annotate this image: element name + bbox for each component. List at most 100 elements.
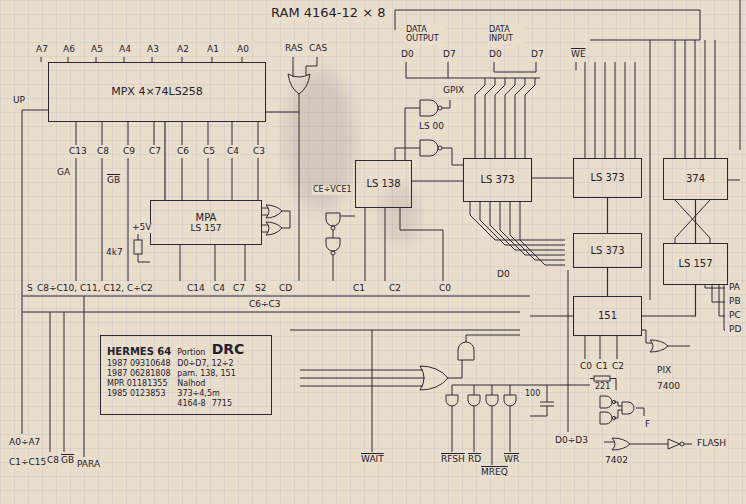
signal-label: A4	[118, 45, 132, 55]
chip-box: LS 373	[463, 158, 532, 202]
chip-box: LS 157	[663, 243, 728, 285]
chip-box: LS 373	[573, 158, 642, 198]
signal-label: C6	[176, 147, 190, 157]
signal-label: S2	[254, 284, 267, 294]
signal-label: LS 00	[418, 122, 445, 132]
signal-label: RD	[467, 455, 482, 465]
or-gate	[262, 205, 290, 235]
note-text: Portion	[177, 348, 205, 357]
chip-name: LS 373	[480, 174, 514, 186]
chip-box: LS 373	[573, 233, 642, 268]
chip-name: LS 157	[191, 223, 222, 233]
inverter-bubble	[331, 226, 335, 230]
or-gate	[288, 74, 310, 94]
signal-label: C2	[611, 362, 625, 372]
crossover-wire	[675, 200, 710, 243]
signal-label: C0	[438, 284, 452, 294]
bus-wire	[395, 0, 740, 180]
signal-label: C1÷C15	[8, 458, 47, 468]
note-text: 1987 06281808	[107, 369, 171, 378]
note-text: Nalhod	[177, 379, 244, 388]
signal-label: C2	[388, 284, 402, 294]
signal-label: WE	[570, 50, 587, 60]
signal-label: C8÷C10, C11, C12, C÷C2	[36, 284, 154, 294]
signal-label: S	[26, 284, 34, 294]
note-text: MPR 01181355	[107, 379, 171, 388]
resistor-wire	[138, 234, 150, 262]
signal-label: C7	[232, 284, 246, 294]
signal-label: GA	[56, 168, 71, 178]
signal-label: C0	[579, 362, 593, 372]
note-text: 1987 09310648	[107, 359, 171, 368]
inverter-bubble	[331, 251, 335, 255]
note-text: pam. 138, 151	[177, 369, 244, 378]
signal-label: PARA	[76, 460, 101, 470]
signal-label: 7402	[604, 456, 629, 466]
signal-label: 100	[524, 390, 541, 399]
nor-gate	[604, 438, 692, 450]
smudge	[285, 70, 355, 210]
signal-label: C13	[68, 147, 88, 157]
chip-box: 374	[663, 158, 728, 200]
note-text: 4164-8	[177, 399, 205, 408]
chip-name: LS 373	[590, 172, 624, 184]
resistor-symbol	[594, 376, 610, 381]
ras-cas-wire	[266, 57, 317, 281]
nor-gate	[642, 330, 690, 352]
signal-label: RFSH	[440, 455, 466, 465]
signal-label: 7400	[656, 382, 681, 392]
connector-line	[695, 200, 696, 243]
info-box: HERMES 64PortionDRC1987 09310648D0÷D7, 1…	[100, 335, 272, 415]
inverter-bubble	[612, 416, 615, 419]
signal-label: C8	[96, 147, 110, 157]
signal-label: A3	[146, 45, 160, 55]
signal-label: C1	[352, 284, 366, 294]
signal-label: C5	[202, 147, 216, 157]
signal-label: WAIT	[360, 455, 385, 465]
signal-label: +5V	[131, 223, 152, 233]
chip-name: LS 157	[678, 258, 712, 270]
port-wire	[705, 285, 725, 330]
chip-box: MPALS 157	[150, 200, 262, 245]
signal-label: PIX	[656, 366, 672, 376]
signal-label: 221	[594, 383, 611, 392]
note-text: 1985 0123853	[107, 389, 171, 398]
signal-label: C6÷C3	[248, 300, 282, 310]
connector-line	[607, 268, 608, 296]
connector-line	[607, 198, 608, 233]
signal-label: GB	[60, 456, 75, 466]
chip-name: MPX 4×74LS258	[111, 86, 202, 99]
inverter-bubble	[680, 442, 684, 446]
nand-gate	[590, 379, 644, 425]
signal-label: D0÷D3	[554, 436, 589, 446]
signal-label: DATA OUTPUT	[405, 26, 445, 44]
note-text: D0÷D7, 12÷2	[177, 359, 244, 368]
decoder-wire	[365, 100, 463, 281]
signal-label: C8	[46, 456, 60, 466]
data-wire	[585, 40, 715, 300]
chip-box: LS 138	[355, 160, 412, 208]
signal-label: A5	[90, 45, 104, 55]
signal-label: CE÷VCE1	[312, 186, 353, 195]
signal-label: CAS	[308, 44, 328, 54]
nand-gate	[326, 213, 355, 281]
signal-label: C1	[595, 362, 609, 372]
signal-label: PA	[728, 283, 741, 293]
inverter-bubble	[612, 400, 615, 403]
and-gate	[372, 330, 520, 452]
chip-box: 151	[573, 296, 642, 336]
signal-label: D0	[496, 270, 511, 280]
chip-name: 151	[598, 310, 617, 322]
signal-label: UP	[12, 96, 26, 106]
signal-label: A7	[35, 45, 49, 55]
signal-label: C14	[186, 284, 206, 294]
signal-label: FLASH	[696, 439, 727, 449]
signal-label: PD	[728, 325, 742, 335]
signal-label: 4k7	[105, 248, 124, 258]
signal-label: C7	[148, 147, 162, 157]
signal-label: F	[644, 420, 651, 430]
connector-line	[532, 177, 573, 178]
signal-label: D7	[530, 50, 545, 60]
signal-label: RAS	[284, 44, 304, 54]
